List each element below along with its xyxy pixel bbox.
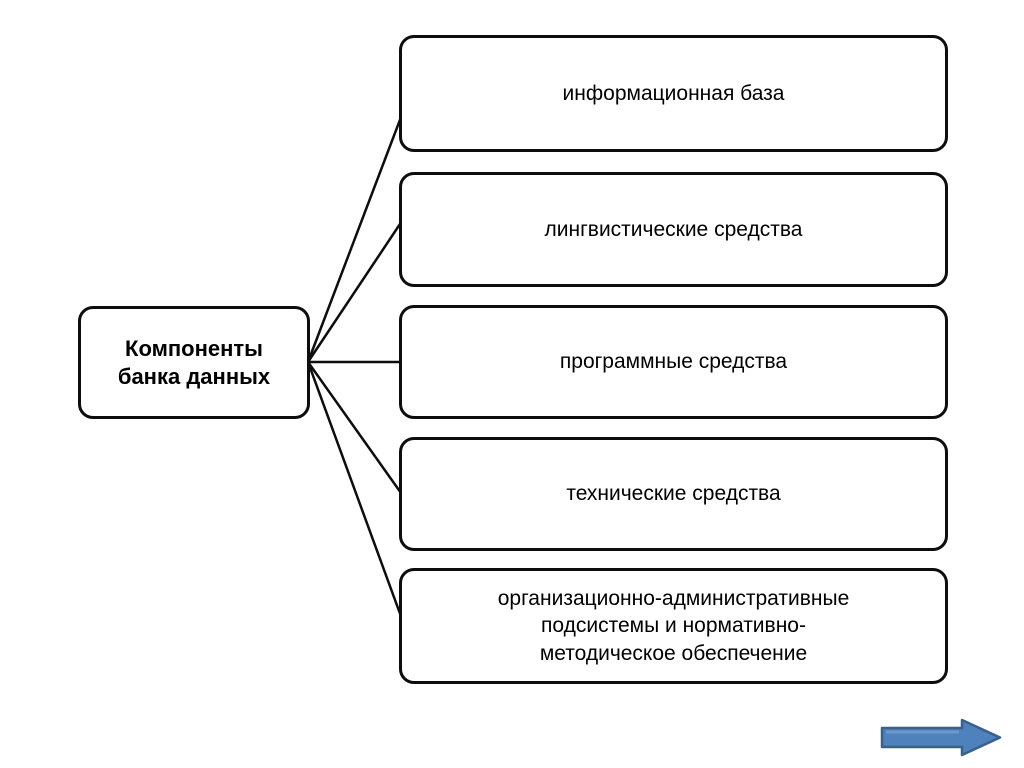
- component-node-label: технические средства: [566, 482, 781, 506]
- root-node-components-of-databank: Компоненты банка данных: [78, 306, 310, 419]
- component-node-label: программные средства: [559, 350, 788, 374]
- connector-line-2: [306, 214, 408, 363]
- component-node-technical-tools: технические средства: [399, 437, 948, 551]
- root-node-label: Компоненты банка данных: [117, 336, 271, 389]
- next-slide-arrow[interactable]: [875, 714, 1010, 764]
- component-node-label: информационная база: [562, 81, 785, 105]
- component-node-information-base: информационная база: [399, 35, 948, 152]
- component-node-software-tools: программные средства: [399, 305, 948, 419]
- connector-line-4: [306, 361, 408, 501]
- connector-line-1: [306, 103, 408, 363]
- right-arrow-icon[interactable]: [880, 718, 1002, 757]
- component-node-label: организационно-административные подсисте…: [497, 587, 850, 665]
- component-node-label: лингвистические средства: [544, 217, 803, 241]
- connector-line-5: [306, 361, 408, 631]
- component-node-linguistic-tools: лингвистические средства: [399, 172, 948, 287]
- component-node-organizational-support: организационно-административные подсисте…: [399, 568, 948, 684]
